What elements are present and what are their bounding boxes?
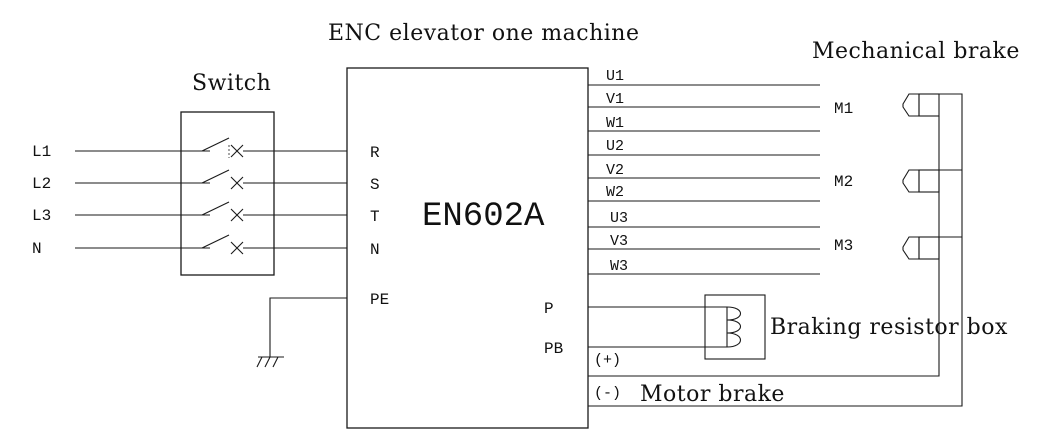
output-label-u3: U3 bbox=[610, 210, 628, 227]
output-wires bbox=[588, 84, 820, 275]
output-label-v2: V2 bbox=[606, 162, 624, 179]
braking-resistor bbox=[588, 294, 766, 360]
input-label-l1: L1 bbox=[32, 143, 51, 161]
terminal-n: N bbox=[370, 241, 380, 259]
brake-symbol-2 bbox=[902, 169, 940, 193]
input-label-l2: L2 bbox=[32, 175, 51, 193]
terminal-t: T bbox=[370, 208, 380, 226]
switch-label: Switch bbox=[192, 71, 271, 96]
input-label-n: N bbox=[32, 240, 42, 258]
mechanical-brake-label: Mechanical brake bbox=[812, 39, 1020, 64]
output-labels: U1 V1 W1 U2 V2 W2 U3 V3 W3 bbox=[606, 68, 628, 275]
ground-connection bbox=[256, 297, 347, 368]
output-label-u1: U1 bbox=[606, 68, 624, 85]
input-wires-right bbox=[243, 150, 347, 249]
switch-blades bbox=[201, 137, 230, 249]
output-label-w1: W1 bbox=[606, 115, 624, 132]
input-label-l3: L3 bbox=[32, 207, 51, 225]
braking-resistor-label: Braking resistor box bbox=[770, 315, 1008, 340]
brake-symbol-3 bbox=[902, 236, 940, 260]
diagram-title: ENC elevator one machine bbox=[328, 21, 639, 46]
drive-box bbox=[346, 67, 589, 429]
switch-contacts bbox=[230, 144, 244, 255]
plus-label: (+) bbox=[594, 352, 621, 369]
brake-symbol-1 bbox=[902, 93, 940, 117]
output-label-w2: W2 bbox=[606, 184, 624, 201]
minus-label: (-) bbox=[594, 385, 621, 402]
terminal-pb: PB bbox=[544, 340, 563, 358]
terminal-s: S bbox=[370, 176, 380, 194]
switch-box bbox=[180, 111, 275, 276]
output-label-v1: V1 bbox=[606, 91, 624, 108]
terminal-p: P bbox=[544, 300, 554, 318]
output-label-v3: V3 bbox=[610, 233, 628, 250]
motor-brake-label: Motor brake bbox=[640, 382, 785, 407]
terminal-r: R bbox=[370, 144, 380, 162]
brake-control-wiring bbox=[588, 93, 963, 407]
device-model: EN602A bbox=[422, 198, 545, 236]
input-wires-left bbox=[75, 150, 210, 249]
motor-label-m3: M3 bbox=[834, 237, 853, 255]
motor-label-m2: M2 bbox=[834, 173, 853, 191]
input-terminals: R S T N PE bbox=[370, 144, 389, 309]
terminal-pe: PE bbox=[370, 291, 389, 309]
input-labels: L1 L2 L3 N bbox=[32, 143, 51, 258]
output-label-w3: W3 bbox=[610, 258, 628, 275]
output-label-u2: U2 bbox=[606, 138, 624, 155]
motor-label-m1: M1 bbox=[834, 100, 853, 118]
